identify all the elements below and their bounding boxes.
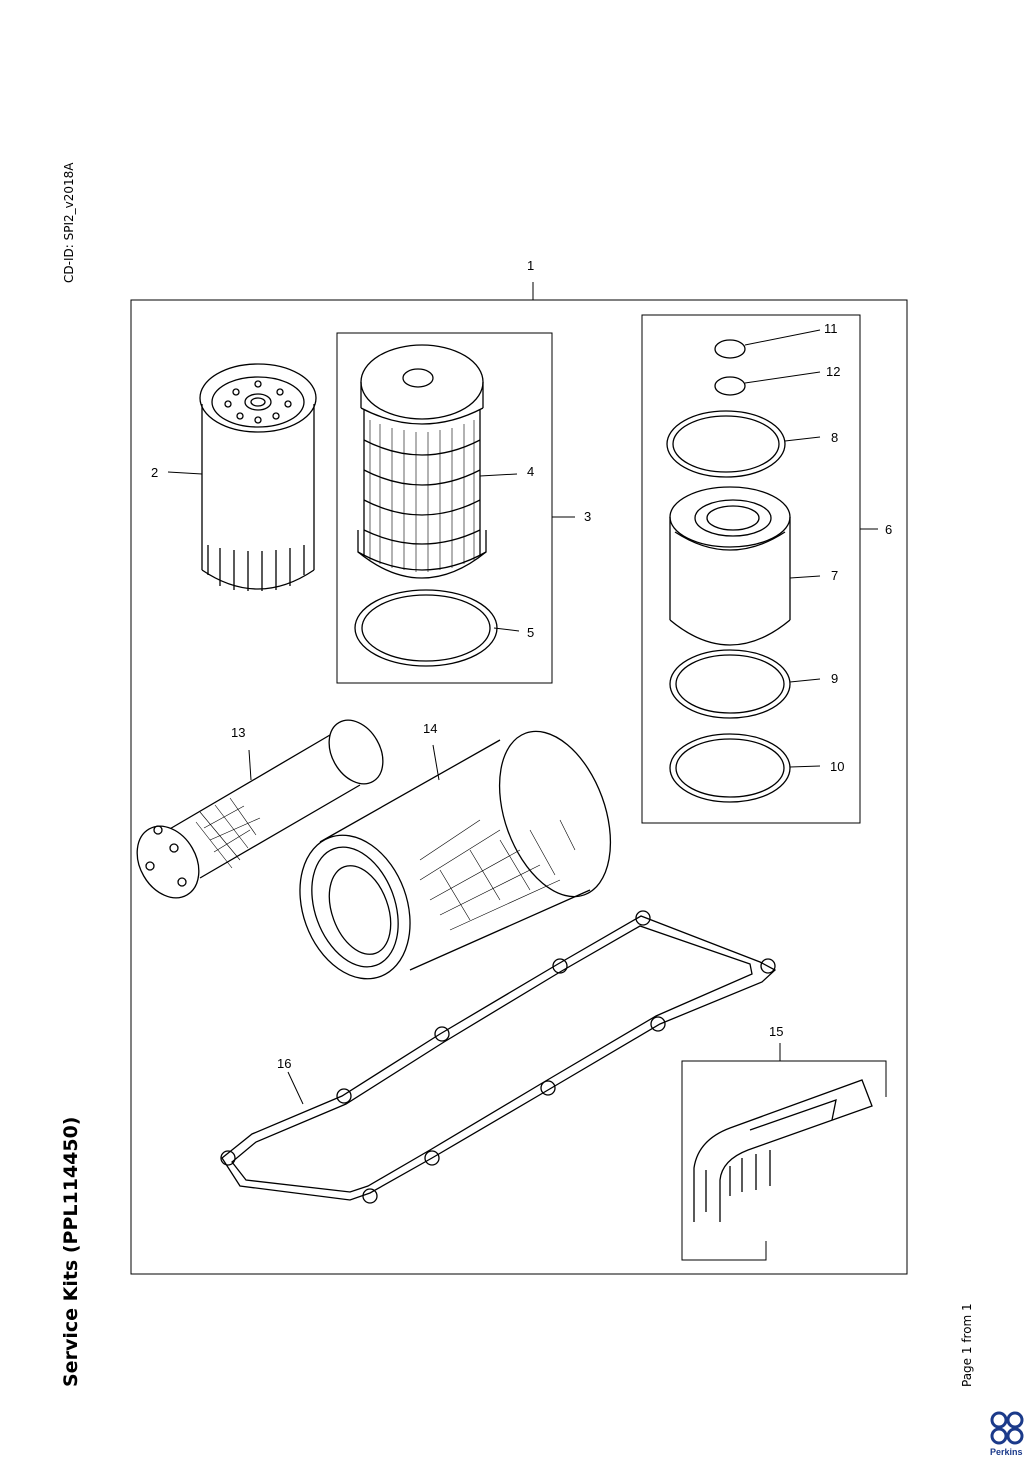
part-14-air-filter: [299, 730, 612, 980]
part-10-ring: [669, 733, 791, 803]
part-4-filter-element: [357, 344, 487, 579]
part-5-seal-ring: [354, 589, 498, 667]
perkins-logo: [990, 1411, 1024, 1445]
callout-3: 3: [584, 509, 591, 524]
part-8-ring: [666, 410, 786, 478]
callout-13: 13: [231, 725, 245, 740]
callout-8: 8: [831, 430, 838, 445]
callout-16: 16: [277, 1056, 291, 1071]
callout-14: 14: [423, 721, 437, 736]
group-6-frame: [641, 314, 861, 824]
callout-11: 11: [824, 321, 838, 336]
callout-9: 9: [831, 671, 838, 686]
part-2-oil-filter: [199, 363, 317, 591]
brand-name: Perkins: [990, 1447, 1023, 1457]
group-3-frame: [336, 332, 553, 684]
callout-12: 12: [826, 364, 840, 379]
group-15-bracket: [681, 1060, 887, 1261]
part-13-breather-element: [136, 719, 384, 899]
part-9-ring: [669, 649, 791, 719]
part-16-gasket: [220, 910, 777, 1204]
callout-1: 1: [527, 258, 534, 273]
part-7-element: [669, 486, 791, 646]
callout-15: 15: [769, 1024, 783, 1039]
kit-frame: [130, 299, 908, 1275]
part-12-o-ring: [714, 376, 746, 396]
callout-10: 10: [830, 759, 844, 774]
part-11-o-ring: [714, 339, 746, 359]
callout-6: 6: [885, 522, 892, 537]
callout-7: 7: [831, 568, 838, 583]
callout-4: 4: [527, 464, 534, 479]
callout-2: 2: [151, 465, 158, 480]
part-15-hex-key: [693, 1079, 873, 1222]
callout-5: 5: [527, 625, 534, 640]
